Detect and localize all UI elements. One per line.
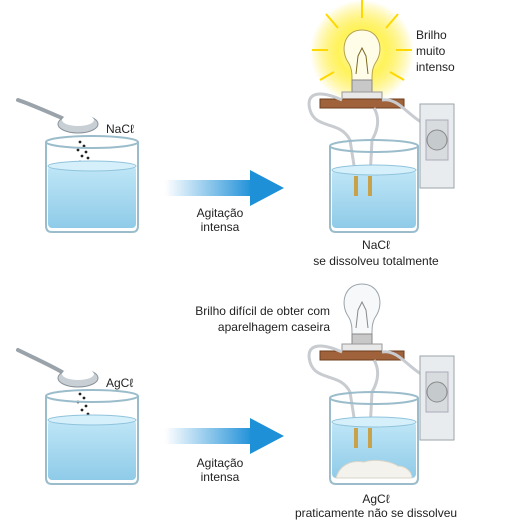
brightness-label-bottom-1: Brilho difícil de obter com xyxy=(195,304,330,318)
beaker-left-top xyxy=(45,135,139,233)
arrow-label-top-1: Agitação xyxy=(196,206,244,220)
brightness-label-top-1: Brilho xyxy=(416,28,447,42)
brightness-label-bottom-2: aparelhagem caseira xyxy=(217,320,330,334)
result-label-bottom-1: AgCℓ xyxy=(362,492,390,506)
brightness-label-top-3: intenso xyxy=(416,60,455,74)
light-bulb-bottom xyxy=(341,283,383,353)
result-label-top-1: NaCℓ xyxy=(362,238,390,252)
precipitate xyxy=(335,459,413,479)
spoon-top xyxy=(16,98,99,134)
arrow-label-bottom-1: Agitação xyxy=(196,456,244,470)
spoon-bottom xyxy=(16,348,99,388)
brightness-label-top-2: muito xyxy=(416,44,446,58)
result-label-bottom-2: praticamente não se dissolveu xyxy=(294,506,458,520)
wooden-board-top xyxy=(319,98,405,109)
salt-label-top: NaCℓ xyxy=(106,122,134,136)
result-label-top-2: se dissolveu totalmente xyxy=(313,254,439,268)
arrow-label-top-2: intensa xyxy=(200,220,240,234)
beaker-right-top xyxy=(329,139,419,233)
arrow-bottom xyxy=(165,418,284,454)
wooden-board-bottom xyxy=(319,350,405,361)
salt-label-bottom: AgCℓ xyxy=(106,376,134,390)
beaker-right-bottom xyxy=(329,391,419,485)
arrow-label-bottom-2: intensa xyxy=(200,470,240,484)
wall-outlet-top xyxy=(419,103,455,189)
beaker-left-bottom xyxy=(45,389,139,485)
wall-outlet-bottom xyxy=(419,355,455,441)
arrow-top xyxy=(165,170,284,206)
